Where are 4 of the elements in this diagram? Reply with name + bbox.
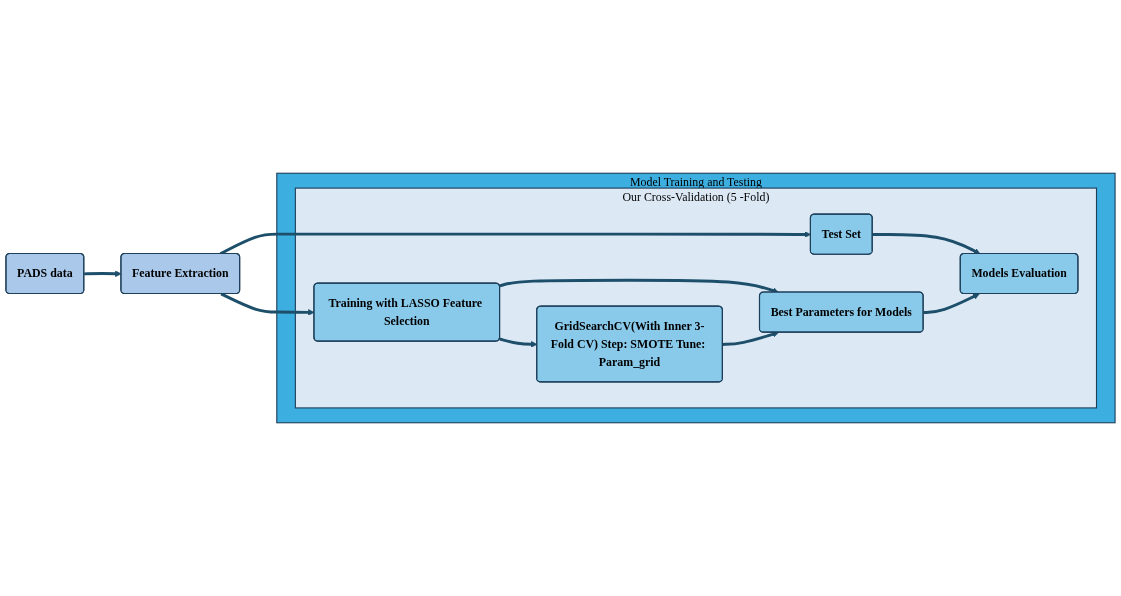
arrow (722, 331, 779, 346)
arrow (923, 293, 980, 314)
arrow (872, 232, 981, 255)
arrow (499, 278, 779, 294)
